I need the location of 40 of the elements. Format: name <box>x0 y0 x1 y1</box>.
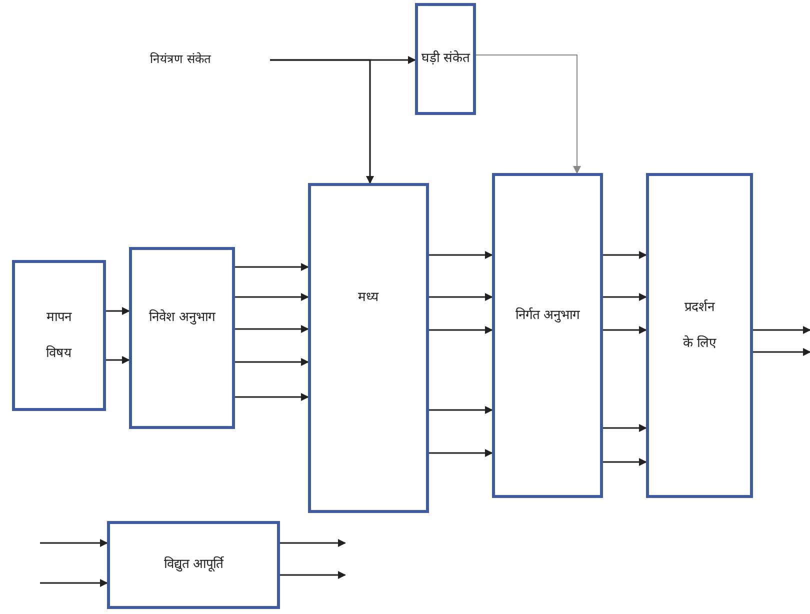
arrow <box>40 539 108 547</box>
arrow <box>429 293 493 301</box>
box-label: मध्य <box>358 289 379 307</box>
process-box <box>646 173 753 498</box>
box-label: घड़ी संकेत <box>421 49 470 68</box>
process-box <box>107 521 280 609</box>
arrow <box>603 293 647 301</box>
process-box <box>415 3 476 115</box>
arrow <box>235 325 309 333</box>
arrow <box>753 326 810 334</box>
arrow <box>429 251 493 259</box>
box-label: मापन विषय <box>45 308 73 362</box>
arrow <box>429 406 493 414</box>
arrow <box>753 348 810 356</box>
arrow <box>106 356 130 364</box>
box-label: निर्गत अनुभाग <box>515 306 580 324</box>
arrow <box>603 326 647 334</box>
arrow <box>280 539 346 547</box>
arrow <box>235 358 309 366</box>
arrow <box>476 54 581 174</box>
arrow <box>235 393 309 401</box>
arrow <box>280 571 346 579</box>
arrow <box>40 579 108 587</box>
process-box <box>492 173 603 498</box>
arrow <box>603 424 647 432</box>
process-box <box>308 183 429 513</box>
box-label: विद्युत आपूर्ति <box>164 555 224 574</box>
arrow <box>429 326 493 334</box>
arrow <box>235 293 309 301</box>
arrow <box>603 458 647 466</box>
process-box <box>129 247 235 429</box>
arrow <box>270 59 374 184</box>
arrow <box>429 449 493 457</box>
arrow <box>603 251 647 259</box>
box-label: निवेश अनुभाग <box>148 308 216 327</box>
signal-label: नियंत्रण संकेत <box>150 50 211 67</box>
arrow <box>235 263 309 271</box>
box-label: प्रदर्शन के लिए <box>682 298 718 352</box>
arrow <box>106 307 130 315</box>
process-box <box>12 260 106 411</box>
